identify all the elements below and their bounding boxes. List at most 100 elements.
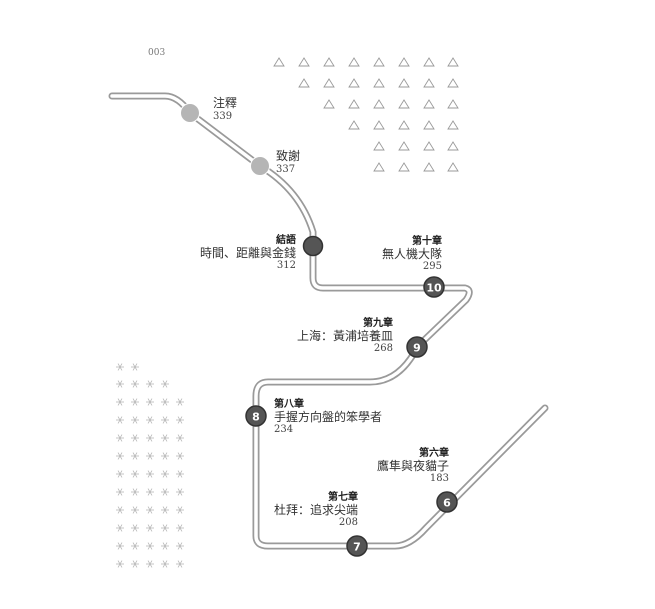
- triangle-mark: [323, 57, 335, 67]
- asterisk-mark: [131, 398, 139, 406]
- triangle-mark: [348, 57, 360, 67]
- asterisk-mark: [146, 380, 154, 388]
- asterisk-mark: [146, 542, 154, 550]
- triangle-mark: [398, 141, 410, 151]
- triangle-mark: [447, 162, 459, 172]
- station-chapter: 結語: [276, 235, 296, 246]
- asterisk-mark: [161, 560, 169, 568]
- triangle-mark: [348, 99, 360, 109]
- triangle-mark: [373, 162, 385, 172]
- asterisk-mark: [131, 363, 139, 371]
- triangle-mark: [423, 57, 435, 67]
- station-chapter: 第七章: [328, 492, 358, 503]
- asterisk-mark: [161, 380, 169, 388]
- station-page: 183: [429, 473, 449, 485]
- asterisk-mark: [161, 434, 169, 442]
- asterisk-mark: [146, 398, 154, 406]
- asterisk-mark: [131, 542, 139, 550]
- triangle-mark: [323, 99, 335, 109]
- station-page: 268: [373, 343, 393, 355]
- asterisk-pattern: [116, 363, 184, 568]
- label-ch6: 第六章 鷹隼與夜貓子 183: [377, 448, 449, 485]
- triangle-mark: [398, 120, 410, 130]
- asterisk-mark: [116, 434, 124, 442]
- station-title: 致謝: [276, 149, 301, 163]
- triangle-mark: [298, 78, 310, 88]
- triangle-mark: [373, 141, 385, 151]
- asterisk-mark: [176, 470, 184, 478]
- station-page: 208: [338, 517, 358, 529]
- triangle-mark: [348, 120, 360, 130]
- asterisk-mark: [176, 542, 184, 550]
- station-number: 6: [443, 497, 451, 510]
- asterisk-mark: [116, 488, 124, 496]
- triangle-mark: [373, 57, 385, 67]
- asterisk-mark: [161, 470, 169, 478]
- station-epilogue: [302, 235, 324, 257]
- station-number: 8: [252, 411, 260, 424]
- asterisk-mark: [116, 524, 124, 532]
- triangle-mark: [423, 78, 435, 88]
- station-page: 234: [274, 424, 294, 436]
- station-title: 注釋: [213, 96, 238, 110]
- station-chapter: 第八章: [274, 399, 304, 410]
- station-title: 上海：黃浦培養皿: [296, 328, 393, 343]
- label-ch9: 第九章 上海：黃浦培養皿 268: [297, 318, 393, 355]
- station-thanks: [250, 156, 270, 176]
- triangle-mark: [423, 99, 435, 109]
- label-notes: 注釋 339: [213, 96, 238, 122]
- triangle-mark: [447, 57, 459, 67]
- station-title: 無人機大隊: [381, 246, 442, 261]
- triangle-mark: [398, 57, 410, 67]
- label-ch8: 第八章 手握方向盤的笨學者 234: [274, 399, 382, 436]
- asterisk-mark: [116, 560, 124, 568]
- asterisk-mark: [116, 398, 124, 406]
- triangle-mark: [447, 99, 459, 109]
- asterisk-mark: [176, 416, 184, 424]
- label-ch7: 第七章 杜拜：追求尖端 208: [274, 492, 358, 529]
- asterisk-mark: [176, 524, 184, 532]
- station-title: 杜拜：追求尖端: [273, 502, 358, 517]
- asterisk-mark: [146, 506, 154, 514]
- asterisk-mark: [161, 542, 169, 550]
- asterisk-mark: [116, 380, 124, 388]
- triangle-mark: [447, 120, 459, 130]
- triangle-pattern: [273, 57, 459, 172]
- asterisk-mark: [131, 380, 139, 388]
- station-ch6: 6: [436, 491, 458, 513]
- label-epilogue: 結語 時間、距離與金錢 312: [200, 235, 296, 272]
- station-notes: [180, 103, 200, 123]
- asterisk-mark: [176, 434, 184, 442]
- asterisk-mark: [146, 560, 154, 568]
- station-title: 手握方向盤的笨學者: [274, 409, 383, 424]
- asterisk-mark: [176, 506, 184, 514]
- triangle-mark: [423, 120, 435, 130]
- station-chapter: 第九章: [363, 318, 393, 329]
- asterisk-mark: [161, 524, 169, 532]
- triangle-mark: [447, 141, 459, 151]
- asterisk-mark: [176, 398, 184, 406]
- asterisk-mark: [146, 452, 154, 460]
- station-page: 295: [422, 261, 442, 273]
- station-title: 時間、距離與金錢: [199, 245, 296, 260]
- asterisk-mark: [131, 452, 139, 460]
- asterisk-mark: [131, 506, 139, 514]
- label-ch10: 第十章 無人機大隊 295: [382, 236, 442, 273]
- asterisk-mark: [116, 470, 124, 478]
- triangle-mark: [398, 78, 410, 88]
- route-track-inner: [110, 94, 547, 548]
- station-number: 7: [353, 541, 361, 554]
- station-page: 337: [276, 163, 296, 175]
- asterisk-mark: [161, 488, 169, 496]
- asterisk-mark: [116, 506, 124, 514]
- asterisk-mark: [146, 524, 154, 532]
- station-chapter: 第十章: [412, 236, 442, 247]
- triangle-mark: [398, 99, 410, 109]
- station-title: 鷹隼與夜貓子: [376, 458, 449, 473]
- triangle-mark: [398, 162, 410, 172]
- asterisk-mark: [131, 416, 139, 424]
- label-thanks: 致謝 337: [276, 149, 301, 175]
- triangle-mark: [423, 141, 435, 151]
- station-ch10: 10: [423, 276, 445, 298]
- asterisk-mark: [116, 452, 124, 460]
